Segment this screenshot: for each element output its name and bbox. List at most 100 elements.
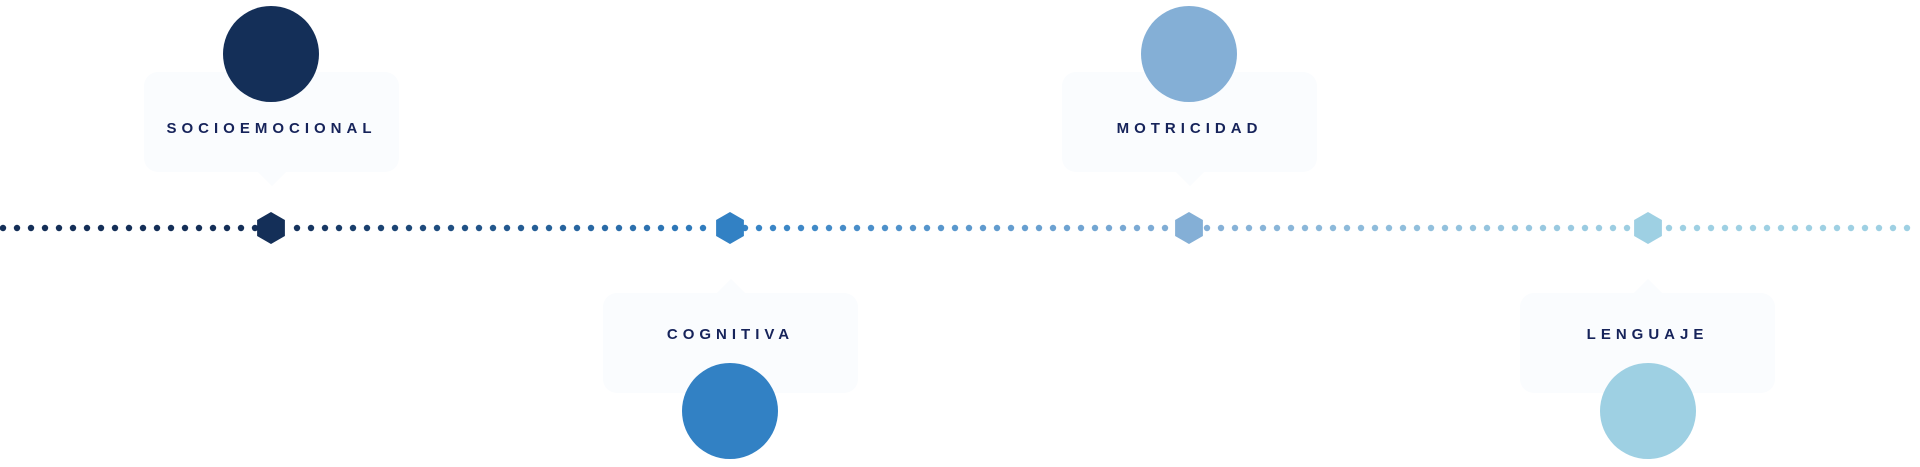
timeline-dot — [307, 224, 315, 232]
timeline-dot — [671, 224, 679, 232]
timeline-dot — [881, 224, 889, 232]
timeline-dot — [1483, 224, 1491, 232]
timeline-dot — [937, 224, 945, 232]
timeline-dot — [293, 224, 301, 232]
timeline-dot — [1273, 224, 1281, 232]
timeline-dot — [1441, 224, 1449, 232]
timeline-dot — [1105, 224, 1113, 232]
timeline-dot — [167, 224, 175, 232]
timeline-dot — [923, 224, 931, 232]
stage-circle-cognitiva — [682, 363, 778, 459]
stage-card-lenguaje: LENGUAJE — [1520, 279, 1775, 393]
timeline-dot — [1133, 224, 1141, 232]
stage-label-motricidad: MOTRICIDAD — [1116, 120, 1263, 137]
timeline-dot — [195, 224, 203, 232]
timeline-dot — [755, 224, 763, 232]
card-pointer — [1175, 172, 1204, 186]
hexagon-marker-icon — [257, 212, 285, 244]
timeline-dot — [1805, 224, 1813, 232]
timeline-dot — [699, 224, 707, 232]
timeline-dot — [1063, 224, 1071, 232]
timeline-dot — [419, 224, 427, 232]
stage-circle-motricidad — [1141, 6, 1237, 102]
timeline-dot — [517, 224, 525, 232]
timeline-dot — [783, 224, 791, 232]
stage-label-lenguaje: LENGUAJE — [1586, 326, 1709, 343]
stage-circle-socioemocional — [223, 6, 319, 102]
timeline-dot — [895, 224, 903, 232]
timeline-dot — [1903, 224, 1911, 232]
timeline-dot — [685, 224, 693, 232]
card-pointer — [716, 279, 745, 293]
timeline-dot — [1021, 224, 1029, 232]
timeline-dot — [1413, 224, 1421, 232]
timeline-dot — [559, 224, 567, 232]
timeline-dot — [237, 224, 245, 232]
timeline-dot — [335, 224, 343, 232]
timeline-dot — [1455, 224, 1463, 232]
timeline-dot — [1539, 224, 1547, 232]
timeline-dot — [1791, 224, 1799, 232]
timeline-dot — [1497, 224, 1505, 232]
timeline-dot — [1469, 224, 1477, 232]
timeline-dot — [55, 224, 63, 232]
timeline-dot — [125, 224, 133, 232]
timeline-dot — [1329, 224, 1337, 232]
timeline-dot — [1707, 224, 1715, 232]
timeline-dot — [1679, 224, 1687, 232]
timeline-dot — [1553, 224, 1561, 232]
timeline-dot — [1693, 224, 1701, 232]
timeline-dot — [573, 224, 581, 232]
timeline-dot — [1861, 224, 1869, 232]
timeline-dot — [13, 224, 21, 232]
timeline-dot — [181, 224, 189, 232]
timeline-dot — [461, 224, 469, 232]
timeline-dot — [1595, 224, 1603, 232]
timeline-dot — [965, 224, 973, 232]
timeline-dots — [0, 224, 1911, 232]
timeline-dot — [1301, 224, 1309, 232]
timeline-dot — [909, 224, 917, 232]
timeline-dot — [1035, 224, 1043, 232]
timeline-dot — [615, 224, 623, 232]
timeline-dot — [1385, 224, 1393, 232]
timeline-dot — [489, 224, 497, 232]
timeline-dot — [377, 224, 385, 232]
timeline-dot — [41, 224, 49, 232]
timeline-dot — [1581, 224, 1589, 232]
timeline-dot — [97, 224, 105, 232]
timeline-dot — [657, 224, 665, 232]
timeline-dot — [1763, 224, 1771, 232]
timeline-dot — [1847, 224, 1855, 232]
timeline-dot — [433, 224, 441, 232]
timeline-dot — [769, 224, 777, 232]
stage-circle-lenguaje — [1600, 363, 1696, 459]
timeline-dot — [1609, 224, 1617, 232]
timeline-dot — [349, 224, 357, 232]
timeline-dot — [1623, 224, 1631, 232]
timeline-dot — [629, 224, 637, 232]
timeline-dot — [545, 224, 553, 232]
timeline-dot — [139, 224, 147, 232]
timeline-dot — [1217, 224, 1225, 232]
timeline-dot — [69, 224, 77, 232]
timeline-dot — [1315, 224, 1323, 232]
stage-label-socioemocional: SOCIOEMOCIONAL — [166, 120, 377, 137]
timeline-dot — [1231, 224, 1239, 232]
timeline-dot — [1427, 224, 1435, 232]
timeline-dot — [1889, 224, 1897, 232]
card-pointer — [1633, 279, 1662, 293]
timeline-dot — [27, 224, 35, 232]
timeline-dot — [1245, 224, 1253, 232]
timeline-dot — [1665, 224, 1673, 232]
stage-card-socioemocional: SOCIOEMOCIONAL — [144, 72, 399, 186]
timeline-dot — [993, 224, 1001, 232]
timeline-dot — [111, 224, 119, 232]
timeline-dot — [797, 224, 805, 232]
stage-label-cognitiva: COGNITIVA — [666, 326, 795, 343]
timeline-dot — [825, 224, 833, 232]
timeline-dot — [1049, 224, 1057, 232]
timeline-dot — [1777, 224, 1785, 232]
timeline-dot — [867, 224, 875, 232]
